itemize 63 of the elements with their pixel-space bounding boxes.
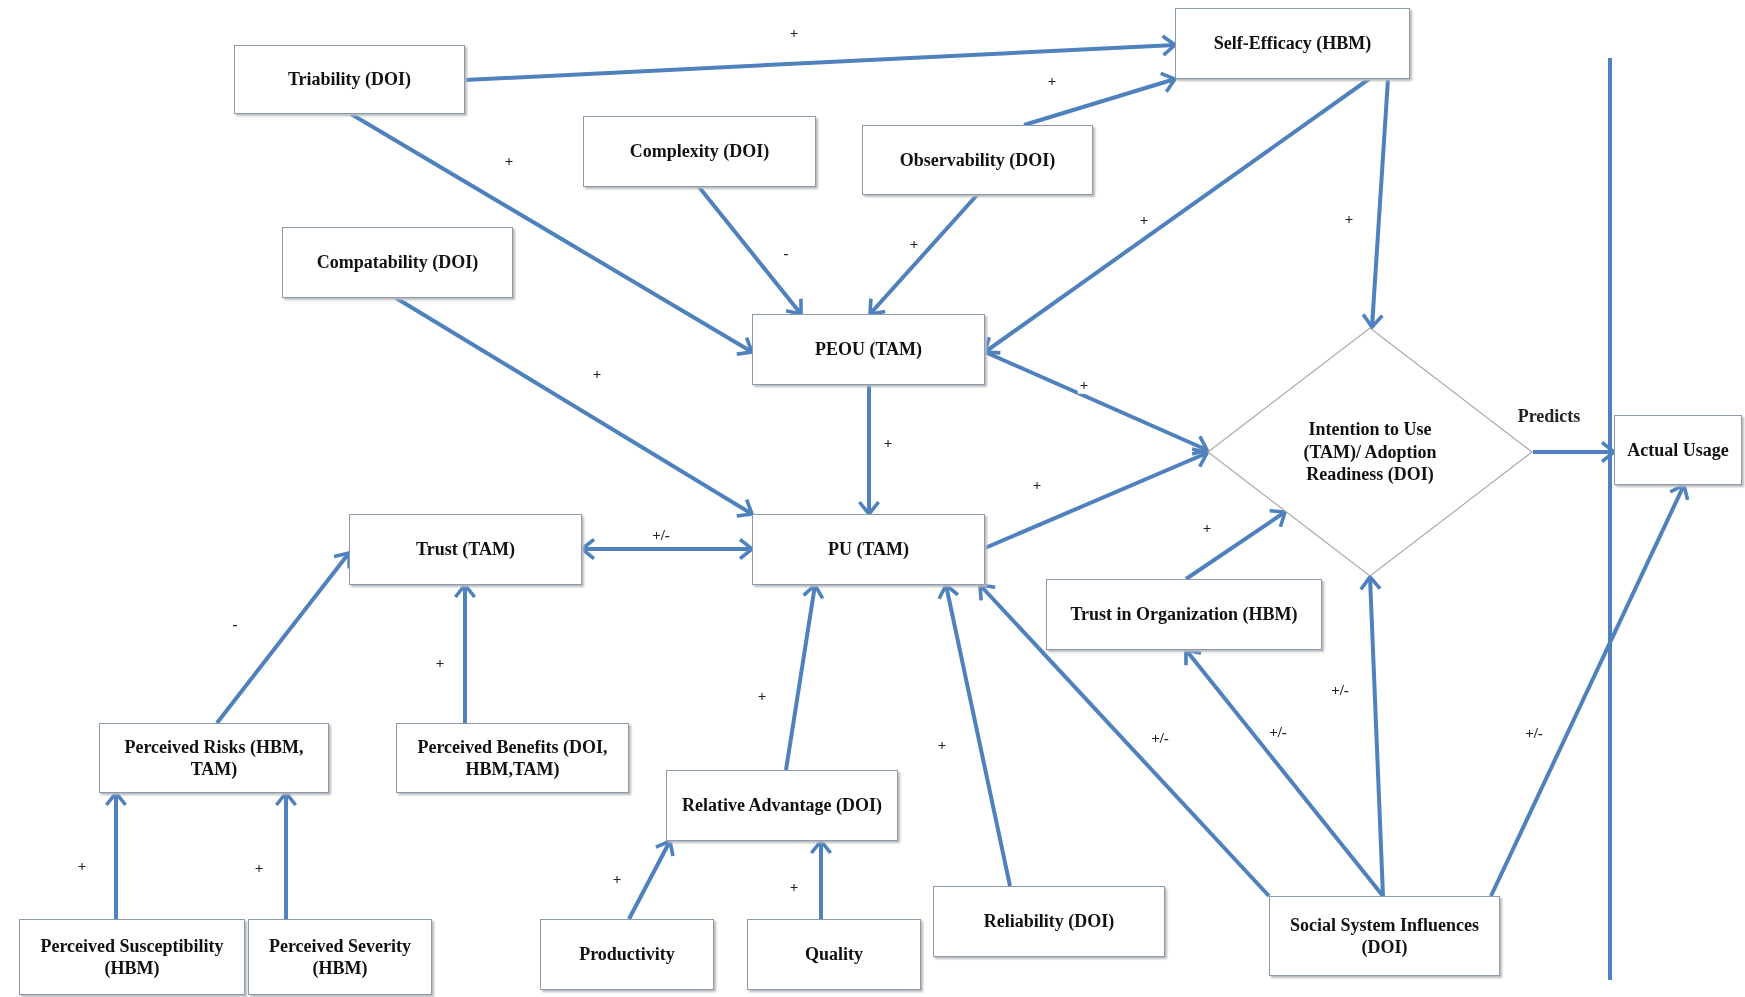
- arrow: [274, 791, 298, 919]
- arrow: [784, 583, 825, 771]
- node-label: Perceived Susceptibility (HBM): [39, 934, 225, 980]
- concept-box: [752, 514, 985, 585]
- concept-box: [1269, 896, 1500, 976]
- concept-box: [583, 116, 816, 187]
- node-label: Reliability (DOI): [983, 910, 1115, 933]
- node-label: Triability (DOI): [287, 68, 412, 91]
- arrow: [1489, 483, 1690, 897]
- node-label: Self-Efficacy (HBM): [1213, 32, 1372, 55]
- arrow: [453, 583, 477, 723]
- concept-box: [99, 723, 329, 793]
- node-label: Trust (TAM): [416, 538, 515, 561]
- concept-box: [1614, 415, 1742, 485]
- arrow: [809, 839, 833, 919]
- concept-box: [752, 314, 985, 385]
- arrow: [937, 583, 1012, 887]
- concept-box: [540, 919, 714, 990]
- arrow: [349, 112, 754, 356]
- node-label: Observability (DOI): [899, 148, 1056, 172]
- node-label: Actual Usage: [1627, 438, 1729, 462]
- node-label: PEOU (TAM): [814, 338, 923, 361]
- arrow: [215, 551, 351, 725]
- concept-box: [1046, 579, 1322, 650]
- node-label: Complexity (DOI): [629, 140, 770, 163]
- arrow: [983, 77, 1371, 355]
- arrow: [1184, 509, 1287, 581]
- arrow: [868, 193, 979, 316]
- node-label: Quality: [805, 943, 863, 966]
- node-label: Trust in Organization (HBM): [1070, 603, 1298, 626]
- arrow: [104, 791, 128, 919]
- concept-box: [933, 886, 1165, 957]
- concept-box: [234, 45, 465, 114]
- arrow: [978, 583, 1271, 898]
- concept-box: [248, 919, 432, 995]
- concept-box: [282, 227, 513, 298]
- arrow: [394, 296, 754, 518]
- arrow: [1361, 78, 1390, 329]
- arrow: [580, 537, 754, 561]
- concept-box: [1175, 8, 1410, 79]
- arrow: [857, 385, 881, 516]
- node-label: Perceived Severity (HBM): [267, 934, 413, 980]
- arrow: [1359, 575, 1385, 897]
- arrow: [1023, 71, 1177, 127]
- arrow: [464, 34, 1177, 82]
- arrow: [627, 839, 675, 920]
- concept-box: [396, 723, 629, 793]
- node-label: Perceived Benefits (DOI, HBM,TAM): [416, 735, 609, 781]
- node-label: Compatability (DOI): [316, 251, 479, 274]
- node-label: Productivity: [579, 943, 675, 966]
- node-label: Relative Advantage (DOI): [682, 794, 882, 817]
- concept-box: [862, 125, 1093, 195]
- node-label: PU (TAM): [827, 538, 910, 561]
- node-label: Social System Influences (DOI): [1289, 913, 1480, 959]
- arrow: [1533, 440, 1616, 464]
- concept-box: [349, 514, 582, 585]
- node-label: Perceived Risks (HBM, TAM): [123, 735, 305, 781]
- arrow: [984, 447, 1209, 550]
- concept-box: [747, 919, 921, 990]
- concept-box: [19, 919, 245, 995]
- arrow: [697, 185, 803, 316]
- concept-box: [666, 770, 898, 841]
- node-label: Intention to Use (TAM)/ Adoption Readiness (DOI): [1302, 418, 1438, 486]
